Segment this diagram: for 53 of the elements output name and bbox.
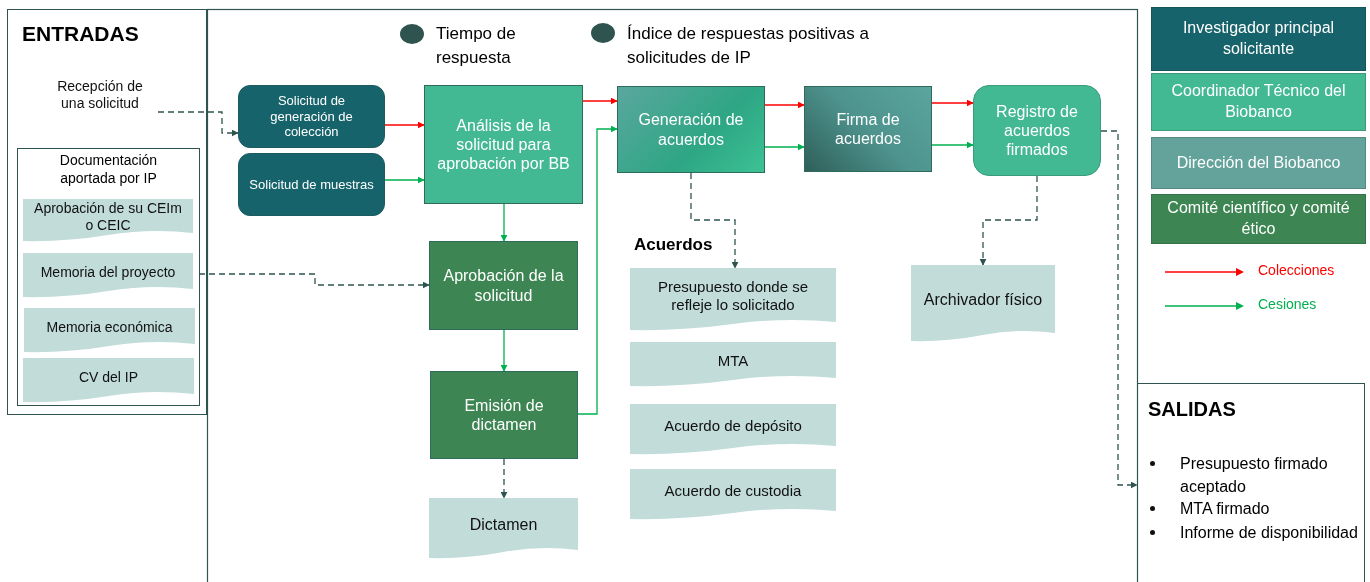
- document-shape: MTA: [630, 342, 836, 388]
- arrow: [500, 329, 508, 372]
- inputs-panel: [7, 9, 207, 415]
- arrow: [500, 458, 508, 499]
- legend-swatch: Investigador principal solicitante: [1151, 7, 1366, 71]
- list-item: MTA firmado: [1180, 499, 1271, 519]
- process-box: Solicitud de muestras: [238, 153, 385, 216]
- process-box: Registro de acuerdos firmados: [973, 85, 1101, 176]
- arrow: [979, 175, 1038, 266]
- arrow: [157, 111, 239, 137]
- indicator-label: Índice de respuestas positivas a solicitudes de IP: [627, 23, 870, 69]
- legend-label: Cesiones: [1258, 296, 1317, 312]
- arrow: [764, 101, 805, 109]
- arrow: [931, 99, 974, 107]
- arrow: [198, 273, 430, 289]
- process-box: Análisis de la solicitud para aprobación por BB: [424, 85, 583, 204]
- legend-label: Colecciones: [1258, 262, 1335, 278]
- document-shape: Acuerdo de custodia: [630, 469, 836, 521]
- process-box: Emisión de dictamen: [430, 371, 578, 459]
- outputs-panel: [1137, 383, 1365, 582]
- document-shape: Memoria económica: [24, 308, 195, 354]
- document-shape: Aprobación de su CEIm o CEIC: [23, 199, 193, 243]
- arrow: [931, 141, 974, 149]
- legend-swatch: Coordinador Técnico del Biobanco: [1151, 73, 1366, 131]
- document-shape: Dictamen: [429, 498, 578, 560]
- document-shape: Memoria del proyecto: [23, 253, 193, 299]
- arrow: [690, 172, 739, 269]
- process-box: Firma de acuerdos: [804, 86, 932, 172]
- group-heading: Acuerdos: [634, 234, 714, 256]
- arrow: [582, 97, 618, 105]
- arrow: [577, 125, 618, 415]
- legend-swatch: Comité científico y comité ético: [1151, 194, 1366, 244]
- list-item: Presupuesto firmado aceptado: [1180, 454, 1329, 498]
- list-item: Informe de disponibilidad: [1180, 523, 1359, 543]
- section-heading: ENTRADAS: [22, 22, 139, 46]
- document-shape: Archivador físico: [911, 265, 1055, 343]
- arrow: [384, 121, 425, 129]
- document-shape: Acuerdo de depósito: [630, 404, 836, 456]
- arrow: [500, 203, 508, 242]
- section-heading: SALIDAS: [1148, 398, 1236, 421]
- document-shape: Presupuesto donde se refleje lo solicitado: [630, 268, 836, 332]
- process-box: Generación de acuerdos: [617, 86, 765, 173]
- arrow: [384, 176, 425, 184]
- documents-panel: [17, 148, 200, 406]
- input-text: Recepción de una solicitud: [41, 73, 159, 117]
- arrow: [1100, 130, 1138, 489]
- indicator-label: Tiempo de respuesta: [436, 23, 517, 69]
- group-heading: Documentación aportada por IP: [58, 152, 159, 187]
- document-shape: CV del IP: [23, 358, 194, 404]
- process-box: Aprobación de la solicitud: [429, 241, 578, 330]
- legend-swatch: Dirección del Biobanco: [1151, 137, 1366, 189]
- arrow: [764, 143, 805, 151]
- process-box: Solicitud de generación de colección: [238, 85, 385, 148]
